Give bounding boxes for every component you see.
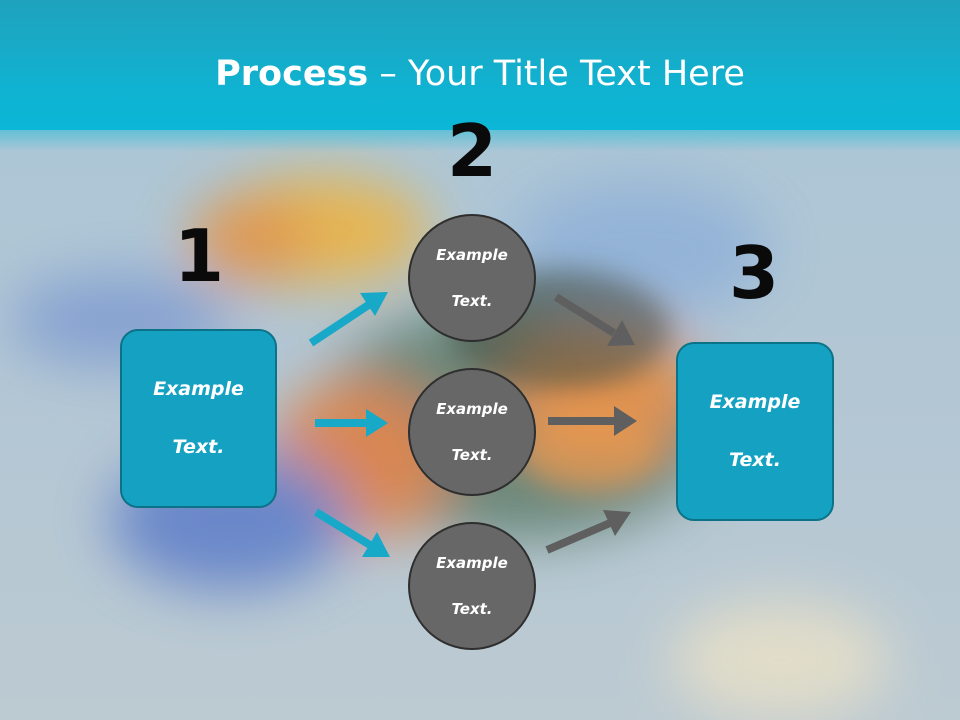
left-box-line1: Example bbox=[153, 378, 244, 400]
arrow-top-to-right bbox=[553, 293, 635, 346]
circle-middle-line1: Example bbox=[436, 399, 508, 418]
arrow-left-to-middle bbox=[315, 409, 388, 437]
right-box-line2: Text. bbox=[729, 449, 781, 471]
arrow-bottom-to-right bbox=[545, 510, 631, 554]
step-number-2: 2 bbox=[446, 109, 498, 193]
arrow-left-to-bottom bbox=[313, 508, 390, 557]
circle-bottom-line1: Example bbox=[436, 553, 508, 572]
arrow-middle-to-right bbox=[548, 406, 637, 436]
circle-bottom-line2: Text. bbox=[451, 599, 493, 618]
step-number-1: 1 bbox=[173, 214, 225, 298]
circle-middle-line2: Text. bbox=[451, 445, 493, 464]
title-band bbox=[0, 0, 960, 152]
title-bold: Process bbox=[215, 54, 369, 94]
slide-title: Process – Your Title Text Here bbox=[0, 52, 960, 96]
left-box-line2: Text. bbox=[172, 436, 225, 458]
arrow-left-to-top bbox=[308, 292, 388, 347]
circle-top-line2: Text. bbox=[451, 291, 493, 310]
title-rest: – Your Title Text Here bbox=[368, 54, 745, 94]
step-number-3: 3 bbox=[728, 231, 780, 315]
circle-top-line1: Example bbox=[436, 245, 508, 264]
right-box-line1: Example bbox=[709, 391, 801, 413]
